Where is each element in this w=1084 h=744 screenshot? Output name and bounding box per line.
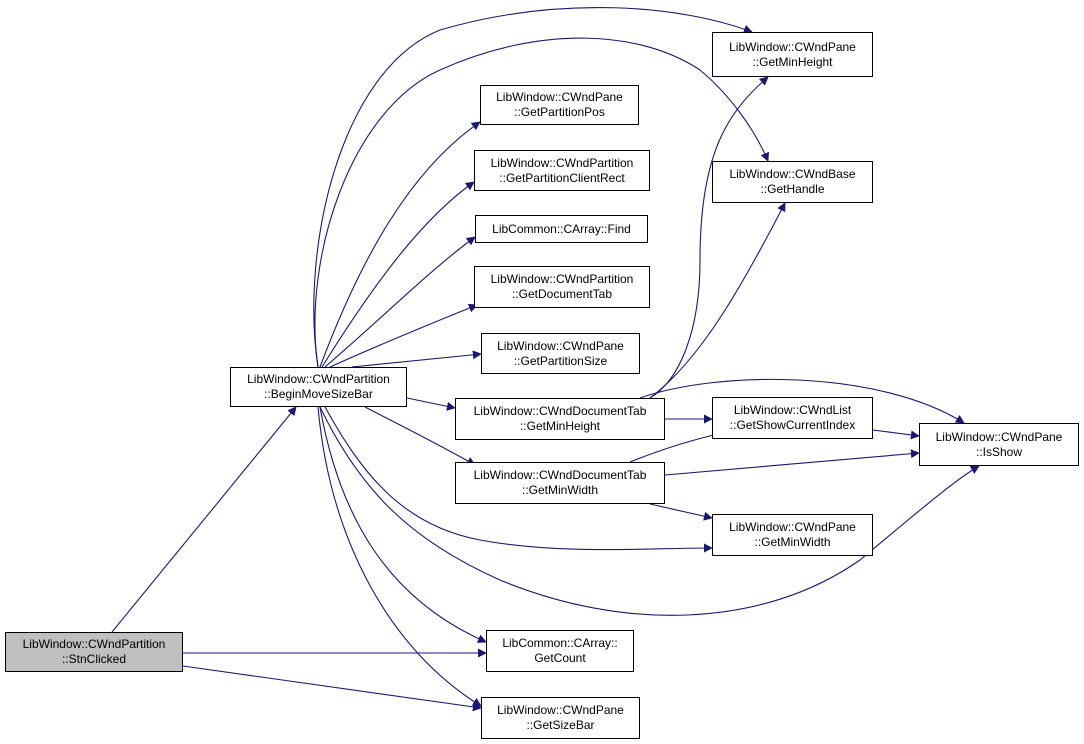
node-getpartitionsize-line1: LibWindow::CWndPane xyxy=(497,338,624,353)
edge-beginmove-to-find xyxy=(324,236,476,368)
node-carray-find-line1: LibCommon::CArray::Find xyxy=(492,221,631,236)
node-beginmovesizebar-line1: LibWindow::CWndPartition xyxy=(247,372,390,386)
node-doctab-getminwidth-line2: ::GetMinWidth xyxy=(521,483,599,497)
node-pane-getminheight[interactable]: LibWindow::CWndPane ::GetMinHeight xyxy=(712,32,873,77)
node-getpartitionclientrect-line1: LibWindow::CWndPartition xyxy=(490,155,634,170)
node-getpartitionclientrect-line2: ::GetPartitionClientRect xyxy=(499,170,625,185)
node-carray-find[interactable]: LibCommon::CArray::Find xyxy=(475,215,648,243)
node-getdocumenttab-line1: LibWindow::CWndPartition xyxy=(490,272,634,286)
node-isshow-line2: ::IsShow xyxy=(975,444,1023,459)
edge-beginmove-to-doctab_getminh xyxy=(406,397,456,411)
node-carray-getcount-line1: LibCommon::CArray:: xyxy=(502,636,618,650)
node-carray-getcount-line2: GetCount xyxy=(534,651,586,665)
node-getdocumenttab-line2: ::GetDocumentTab xyxy=(511,287,613,301)
edge-doctab_getminh-to-pane_getminh xyxy=(649,76,769,399)
node-getpartitionsize[interactable]: LibWindow::CWndPane ::GetPartitionSize xyxy=(481,333,640,374)
node-getpartitionpos-line2: ::GetPartitionPos xyxy=(514,105,605,119)
node-carray-getcount[interactable]: LibCommon::CArray:: GetCount xyxy=(486,630,634,672)
node-stnclicked-line1: LibWindow::CWndPartition xyxy=(22,637,166,651)
node-getshowcurrentindex[interactable]: LibWindow::CWndList ::GetShowCurrentInde… xyxy=(712,397,873,439)
node-getshowcurrentindex-line1: LibWindow::CWndList xyxy=(733,403,852,417)
node-gethandle[interactable]: LibWindow::CWndBase ::GetHandle xyxy=(712,161,873,203)
node-getpartitionsize-line2: ::GetPartitionSize xyxy=(513,353,608,368)
node-beginmovesizebar[interactable]: LibWindow::CWndPartition ::BeginMoveSize… xyxy=(230,367,407,407)
edge-doctab_getminh-to-gethandle xyxy=(649,202,786,399)
node-beginmovesizebar-line2: ::BeginMoveSizeBar xyxy=(264,387,373,401)
node-gethandle-line1: LibWindow::CWndBase xyxy=(729,167,856,181)
node-pane-getminheight-line2: ::GetMinHeight xyxy=(752,54,833,69)
edge-beginmove-to-getsizebar xyxy=(317,406,482,707)
node-pane-getminwidth-line1: LibWindow::CWndPane xyxy=(729,520,856,534)
edge-beginmove-to-getdoctab xyxy=(329,303,478,368)
edge-beginmove-to-getpartclient xyxy=(321,181,475,368)
edge-beginmove-to-getpartsize xyxy=(351,350,482,368)
node-doctab-getminwidth-line1: LibWindow::CWndDocumentTab xyxy=(473,468,647,482)
node-getpartitionclientrect[interactable]: LibWindow::CWndPartition ::GetPartitionC… xyxy=(474,150,650,191)
node-getsizebar-line2: ::GetSizeBar xyxy=(526,718,595,732)
node-getpartitionpos[interactable]: LibWindow::CWndPane ::GetPartitionPos xyxy=(480,85,639,125)
edge-stnclicked-to-beginmove xyxy=(111,406,297,633)
edge-doctab_getminw-to-pane_getminw xyxy=(649,503,713,521)
edge-beginmove-to-getpartpos xyxy=(319,121,481,368)
node-pane-getminheight-line1: LibWindow::CWndPane xyxy=(729,39,856,54)
node-doctab-getminwidth[interactable]: LibWindow::CWndDocumentTab ::GetMinWidth xyxy=(455,462,665,504)
node-doctab-getminheight-line1: LibWindow::CWndDocumentTab xyxy=(473,404,647,418)
node-doctab-getminheight[interactable]: LibWindow::CWndDocumentTab ::GetMinHeigh… xyxy=(455,398,665,440)
node-isshow[interactable]: LibWindow::CWndPane ::IsShow xyxy=(919,423,1079,466)
node-isshow-line1: LibWindow::CWndPane xyxy=(935,429,1063,444)
node-doctab-getminheight-line2: ::GetMinHeight xyxy=(519,419,601,433)
node-stnclicked-line2: ::StnClicked xyxy=(61,652,127,666)
node-pane-getminwidth-line2: ::GetMinWidth xyxy=(754,535,831,549)
node-getdocumenttab[interactable]: LibWindow::CWndPartition ::GetDocumentTa… xyxy=(474,266,650,308)
node-getsizebar[interactable]: LibWindow::CWndPane ::GetSizeBar xyxy=(481,697,640,739)
node-getsizebar-line1: LibWindow::CWndPane xyxy=(497,703,624,717)
node-pane-getminwidth[interactable]: LibWindow::CWndPane ::GetMinWidth xyxy=(712,514,873,556)
node-getshowcurrentindex-line2: ::GetShowCurrentIndex xyxy=(729,418,856,432)
node-getpartitionpos-line1: LibWindow::CWndPane xyxy=(496,90,623,104)
node-stnclicked: LibWindow::CWndPartition ::StnClicked xyxy=(5,632,183,672)
edge-doctab_getminw-to-isshow xyxy=(664,449,920,476)
edge-getshowcur-to-isshow xyxy=(872,429,920,440)
edge-beginmove-to-getcount xyxy=(319,406,487,643)
node-gethandle-line2: ::GetHandle xyxy=(760,182,825,196)
edge-stnclicked-to-getsizebar xyxy=(182,665,482,712)
